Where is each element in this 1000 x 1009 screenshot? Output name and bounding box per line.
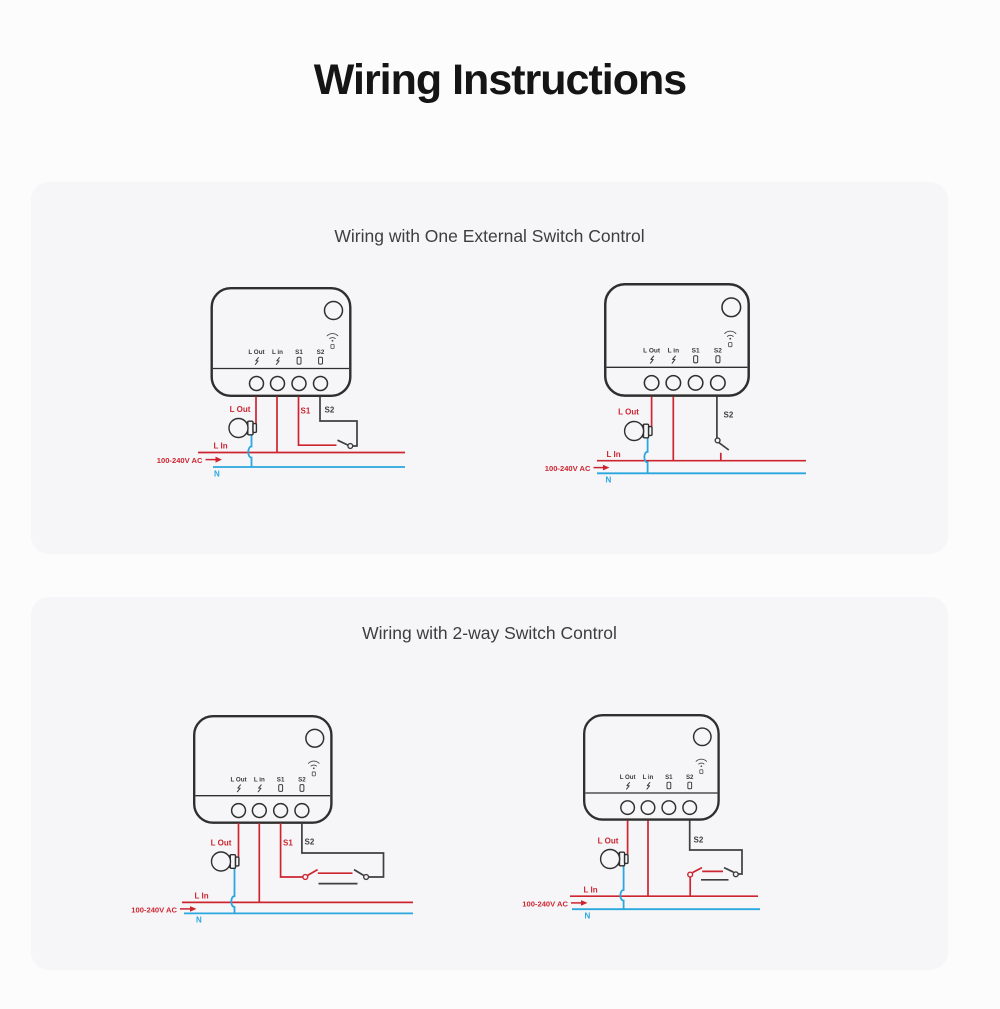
- supply-arrow-icon: [593, 464, 610, 471]
- label-l-out: L Out: [230, 405, 251, 414]
- label-neutral: N: [585, 912, 591, 921]
- section-one-external-switch: Wiring with One External Switch Control: [31, 182, 948, 554]
- switch-blade: [353, 868, 365, 877]
- label-l-out: L Out: [618, 408, 639, 417]
- light-bulb: [210, 851, 240, 872]
- light-bulb: [623, 420, 653, 442]
- label-l-in: L In: [195, 892, 209, 901]
- supply-arrow-icon: [180, 906, 197, 912]
- switch-blade: [718, 441, 730, 451]
- label-s2: S2: [694, 836, 704, 845]
- label-s1: S1: [301, 407, 311, 416]
- two-way-switch-right: [353, 868, 370, 881]
- label-l-in: L In: [584, 886, 598, 895]
- label-s2: S2: [724, 411, 734, 420]
- two-way-switch-right: [723, 866, 739, 878]
- two-way-switch-left: [302, 868, 319, 881]
- label-neutral: N: [214, 470, 220, 479]
- section-two-way-switch: Wiring with 2-way Switch Control: [31, 597, 948, 970]
- bulb-neutral-wire: [643, 434, 649, 474]
- diagram-one-external-switch-s1-s2: L Out S1 S2 L In 100-240V AC N: [157, 287, 405, 479]
- s1-wire: [279, 823, 303, 878]
- label-neutral: N: [606, 476, 612, 485]
- smart-switch-device: [604, 283, 750, 397]
- switch-pivot: [732, 871, 739, 878]
- switch-pivot: [363, 873, 370, 881]
- external-switch: [337, 439, 354, 450]
- supply-arrow-icon: [571, 900, 588, 906]
- section-title: Wiring with 2-way Switch Control: [362, 623, 617, 643]
- supply-arrow-icon: [205, 456, 222, 463]
- s1-wire: [297, 396, 337, 447]
- switch-pivot: [714, 437, 721, 444]
- label-l-out: L Out: [211, 839, 232, 848]
- section-title: Wiring with One External Switch Control: [334, 226, 645, 246]
- switch-pivot: [302, 873, 309, 881]
- switch-blade: [307, 868, 319, 877]
- s2-wire: [688, 820, 743, 875]
- bulb-neutral-wire: [619, 864, 625, 910]
- label-s1: S1: [283, 839, 293, 848]
- label-supply: 100-240V AC: [522, 900, 568, 909]
- label-neutral: N: [196, 916, 202, 925]
- label-supply: 100-240V AC: [157, 456, 203, 465]
- switch-pivot: [687, 871, 694, 878]
- smart-switch-device: [210, 287, 352, 397]
- switch-blade: [692, 866, 703, 874]
- two-way-switch-left: [687, 866, 703, 878]
- diagram-one-external-switch-s2-live: L Out S2 L In 100-240V AC N: [545, 283, 806, 485]
- switch-blade: [337, 439, 350, 447]
- page-title: Wiring Instructions: [313, 56, 687, 104]
- label-supply: 100-240V AC: [545, 464, 591, 473]
- diagram-two-way-s1-s2: L Out S1 S2 L In 100-240V AC N: [131, 714, 413, 925]
- label-l-out: L Out: [598, 837, 619, 846]
- diagram-two-way-s2-live: L Out S2 L In 100-240V AC N: [522, 714, 760, 921]
- smart-switch-device: [193, 714, 333, 824]
- label-l-in: L In: [214, 442, 228, 451]
- smart-switch-device: [583, 714, 720, 821]
- bulb-neutral-wire: [247, 433, 253, 467]
- s2-wire: [319, 396, 358, 447]
- switch-blade: [723, 866, 734, 873]
- label-s2: S2: [305, 838, 315, 847]
- label-l-in: L In: [607, 450, 621, 459]
- switch-pivot: [347, 442, 354, 450]
- light-bulb: [228, 417, 258, 439]
- label-s2: S2: [325, 406, 335, 415]
- external-switch: [714, 437, 730, 451]
- s2-wire: [301, 823, 385, 878]
- light-bulb: [599, 848, 629, 870]
- label-supply: 100-240V AC: [131, 906, 177, 915]
- bulb-neutral-wire: [230, 866, 236, 914]
